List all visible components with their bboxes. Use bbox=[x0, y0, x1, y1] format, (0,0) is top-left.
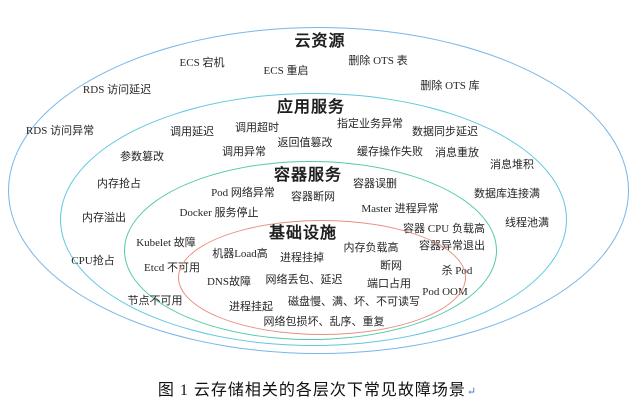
fault-label-application-services: 消息堆积 bbox=[490, 159, 534, 171]
fault-label-infrastructure: 网络包损坏、乱序、重复 bbox=[263, 316, 385, 328]
fault-label-infrastructure: DNS故障 bbox=[206, 276, 252, 288]
fault-label-container-services: 节点不可用 bbox=[127, 295, 183, 307]
fault-label-cloud-resources: RDS 访问延迟 bbox=[82, 84, 152, 96]
fault-label-container-services: 容器 CPU 负载高 bbox=[403, 223, 485, 235]
fault-label-application-services: 数据同步延迟 bbox=[412, 126, 478, 138]
layer-title-application-services: 应用服务 bbox=[276, 99, 346, 116]
fault-label-container-services: 容器误删 bbox=[353, 178, 397, 190]
layer-title-container-services: 容器服务 bbox=[273, 167, 343, 184]
fault-label-application-services: 线程池满 bbox=[505, 217, 549, 229]
fault-label-infrastructure: 机器Load高 bbox=[212, 248, 268, 260]
fault-label-infrastructure: 内存负载高 bbox=[343, 242, 399, 254]
fault-label-container-services: Master 进程异常 bbox=[361, 203, 439, 215]
fault-label-cloud-resources: RDS 访问异常 bbox=[25, 125, 95, 137]
fault-label-container-services: 容器断网 bbox=[291, 191, 335, 203]
figure-caption: 图 1 云存储相关的各层次下常见故障场景↵ bbox=[0, 376, 634, 400]
fault-label-infrastructure: 磁盘慢、满、坏、不可读写 bbox=[288, 296, 420, 308]
fault-label-application-services: 指定业务异常 bbox=[337, 118, 403, 130]
fault-scenarios-diagram: 云资源 ECS 宕机 ECS 重启 删除 OTS 表删除 OTS 库 RDS 访问延迟 R… bbox=[8, 27, 629, 354]
fault-label-infrastructure: 进程挂掉 bbox=[280, 252, 324, 264]
layer-ellipse-infrastructure bbox=[178, 220, 466, 335]
fault-label-application-services: CPU抢占 bbox=[71, 255, 115, 267]
fault-label-application-services: 调用异常 bbox=[222, 146, 266, 158]
layer-title-infrastructure: 基础设施 bbox=[268, 225, 338, 242]
fault-label-container-services: Docker 服务停止 bbox=[179, 207, 259, 219]
fault-label-cloud-resources: ECS 宕机 bbox=[179, 57, 225, 69]
fault-label-cloud-resources: 删除 OTS 表 bbox=[348, 55, 408, 67]
layer-ellipse-application-services bbox=[60, 93, 567, 346]
layer-title-cloud-resources: 云资源 bbox=[294, 33, 346, 50]
fault-label-application-services: 调用延迟 bbox=[170, 126, 214, 138]
layer-ellipse-container-services bbox=[124, 161, 497, 340]
fault-label-application-services: 内存抢占 bbox=[97, 178, 141, 190]
fault-label-application-services: 消息重放 bbox=[435, 147, 479, 159]
fault-label-application-services: 调用超时 bbox=[235, 122, 279, 134]
fault-label-cloud-resources: ECS 重启 bbox=[263, 65, 309, 77]
layer-ellipse-cloud-resources bbox=[8, 27, 629, 354]
paragraph-mark-icon: ↵ bbox=[466, 386, 477, 398]
fault-label-application-services: 参数篡改 bbox=[120, 151, 164, 163]
fault-label-application-services: 数据库连接满 bbox=[474, 188, 540, 200]
fault-label-infrastructure: 网络丢包、延迟 bbox=[265, 274, 343, 286]
fault-label-cloud-resources: 删除 OTS 库 bbox=[420, 80, 480, 92]
fault-label-infrastructure: 断网 bbox=[380, 260, 402, 272]
fault-label-infrastructure: 端口占用 bbox=[367, 278, 411, 290]
fault-label-infrastructure: 进程挂起 bbox=[229, 301, 273, 313]
fault-label-application-services: 内存溢出 bbox=[82, 212, 126, 224]
fault-label-application-services: 返回值篡改 bbox=[277, 137, 333, 149]
fault-label-container-services: Kubelet 故障 bbox=[136, 237, 196, 249]
caption-text: 图 1 云存储相关的各层次下常见故障场景 bbox=[157, 382, 466, 399]
fault-label-container-services: Pod 网络异常 bbox=[211, 187, 275, 199]
fault-label-application-services: 缓存操作失败 bbox=[357, 146, 423, 158]
